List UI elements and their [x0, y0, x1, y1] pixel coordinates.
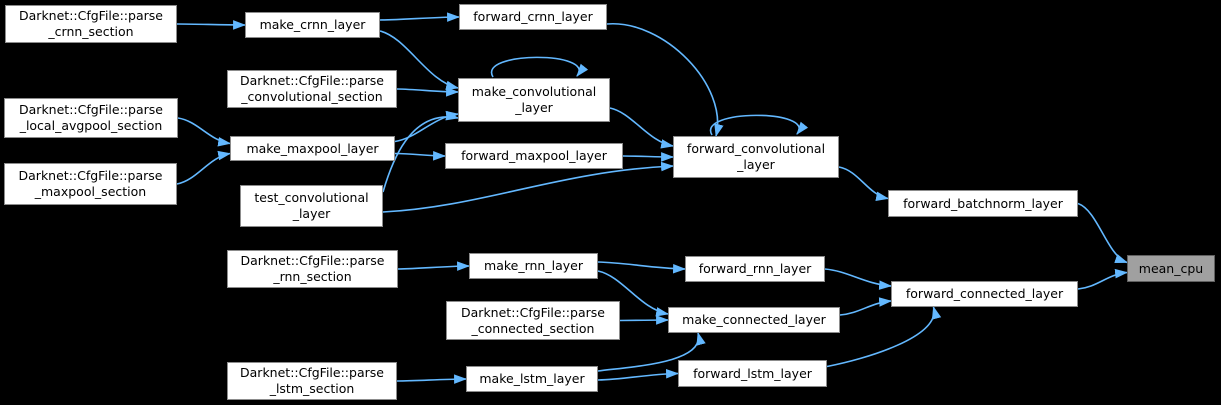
edge-forward_batchnorm_layer-mean_cpu [1077, 202, 1129, 264]
node-make_lstm_layer[interactable]: make_lstm_layer [466, 366, 598, 392]
edge-parse_convolutional_section-make_convolutional_layer [396, 87, 460, 97]
node-make_maxpool_layer[interactable]: make_maxpool_layer [230, 136, 395, 161]
edge-parse_lstm_section-make_lstm_layer [396, 374, 468, 384]
node-parse_convolutional_section[interactable]: Darknet::CfgFile::parse _convolutional_s… [227, 70, 397, 108]
edge-parse_crnn_section-make_crnn_layer [176, 20, 247, 30]
edge-test_convolutional_layer-forward_convolutional_layer [382, 161, 675, 213]
edge-test_convolutional_layer-make_convolutional_layer [382, 111, 460, 193]
node-forward_crnn_layer[interactable]: forward_crnn_layer [459, 4, 607, 30]
edge-parse_connected_section-make_connected_layer [619, 315, 670, 325]
node-forward_rnn_layer[interactable]: forward_rnn_layer [685, 256, 825, 282]
edge-forward_connected_layer-mean_cpu [1077, 268, 1129, 290]
edge-parse_local_avgpool_section-make_maxpool_layer [177, 117, 232, 147]
node-forward_connected_layer[interactable]: forward_connected_layer [891, 281, 1078, 307]
edge-make_rnn_layer-make_connected_layer [597, 270, 670, 317]
node-forward_lstm_layer[interactable]: forward_lstm_layer [678, 360, 827, 387]
edge-forward_lstm_layer-forward_connected_layer [826, 305, 942, 368]
node-mean_cpu: mean_cpu [1127, 255, 1215, 282]
node-parse_local_avgpool_section[interactable]: Darknet::CfgFile::parse _local_avgpool_s… [4, 98, 178, 138]
edge-make_lstm_layer-forward_lstm_layer [597, 369, 680, 381]
node-forward_maxpool_layer[interactable]: forward_maxpool_layer [445, 143, 623, 169]
edge-forward_crnn_layer-forward_convolutional_layer [606, 23, 724, 138]
edge-forward_convolutional_layer-forward_batchnorm_layer [838, 166, 890, 201]
node-parse_maxpool_section[interactable]: Darknet::CfgFile::parse _maxpool_section [4, 163, 177, 205]
node-parse_crnn_section[interactable]: Darknet::CfgFile::parse _crnn_section [5, 5, 177, 43]
edge-forward_convolutional_layer-self [709, 114, 809, 136]
edge-parse_rnn_section-make_rnn_layer [397, 261, 471, 271]
edge-make_rnn_layer-forward_rnn_layer [597, 261, 687, 274]
node-make_convolutional_layer[interactable]: make_convolutional _layer [458, 78, 610, 122]
node-parse_lstm_section[interactable]: Darknet::CfgFile::parse _lstm_section [227, 362, 397, 400]
edge-make_connected_layer-forward_connected_layer [839, 297, 893, 316]
edge-make_convolutional_layer-self [490, 56, 589, 78]
edge-forward_maxpool_layer-forward_convolutional_layer [622, 152, 675, 162]
node-parse_rnn_section[interactable]: Darknet::CfgFile::parse _rnn_section [227, 250, 398, 288]
node-make_crnn_layer[interactable]: make_crnn_layer [245, 12, 380, 38]
node-test_convolutional_layer[interactable]: test_convolutional _layer [240, 185, 383, 227]
edge-forward_rnn_layer-forward_connected_layer [824, 268, 893, 290]
node-forward_batchnorm_layer[interactable]: forward_batchnorm_layer [888, 190, 1078, 217]
edge-make_lstm_layer-make_connected_layer [597, 331, 706, 372]
node-make_connected_layer[interactable]: make_connected_layer [668, 307, 840, 333]
edge-make_maxpool_layer-make_convolutional_layer [394, 110, 460, 143]
edge-parse_maxpool_section-make_maxpool_layer [176, 150, 232, 185]
edge-make_convolutional_layer-forward_convolutional_layer [609, 107, 675, 149]
edge-make_crnn_layer-forward_crnn_layer [379, 12, 461, 22]
node-parse_connected_section[interactable]: Darknet::CfgFile::parse _connected_secti… [446, 301, 620, 340]
node-forward_convolutional_layer[interactable]: forward_convolutional _layer [673, 136, 839, 178]
edge-make_crnn_layer-make_convolutional_layer [379, 30, 460, 91]
edge-make_maxpool_layer-forward_maxpool_layer [394, 151, 447, 161]
node-make_rnn_layer[interactable]: make_rnn_layer [469, 253, 598, 279]
